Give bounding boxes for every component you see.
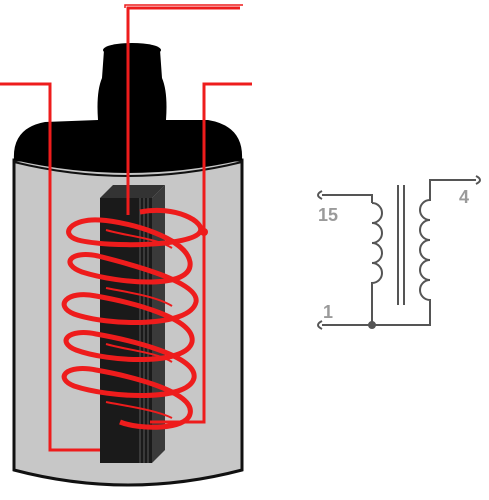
primary-top-lead	[322, 194, 373, 203]
terminal-15-label: 15	[318, 205, 338, 225]
terminal-1-connector	[317, 320, 323, 330]
terminal-4-label: 4	[459, 187, 469, 207]
terminal-4-connector	[475, 175, 481, 185]
coil-winding	[61, 207, 204, 430]
secondary-winding	[419, 190, 431, 312]
hv-lead-wire-outline	[124, 4, 243, 8]
junction-dot	[368, 321, 376, 329]
hv-lead-wire	[126, 6, 240, 215]
common-lead	[372, 312, 431, 326]
right-return-wire	[150, 232, 206, 424]
coil-schematic	[317, 175, 481, 330]
secondary-top-lead	[429, 179, 476, 190]
left-terminal-wire	[0, 82, 100, 452]
primary-winding	[371, 202, 383, 325]
coil-winding-inner	[105, 229, 173, 419]
terminal-15-connector	[317, 190, 323, 200]
terminal-1-label: 1	[323, 302, 333, 322]
ignition-coil-cutaway	[0, 4, 252, 487]
coil-tower-top	[103, 43, 161, 57]
right-terminal-wire	[202, 82, 252, 232]
